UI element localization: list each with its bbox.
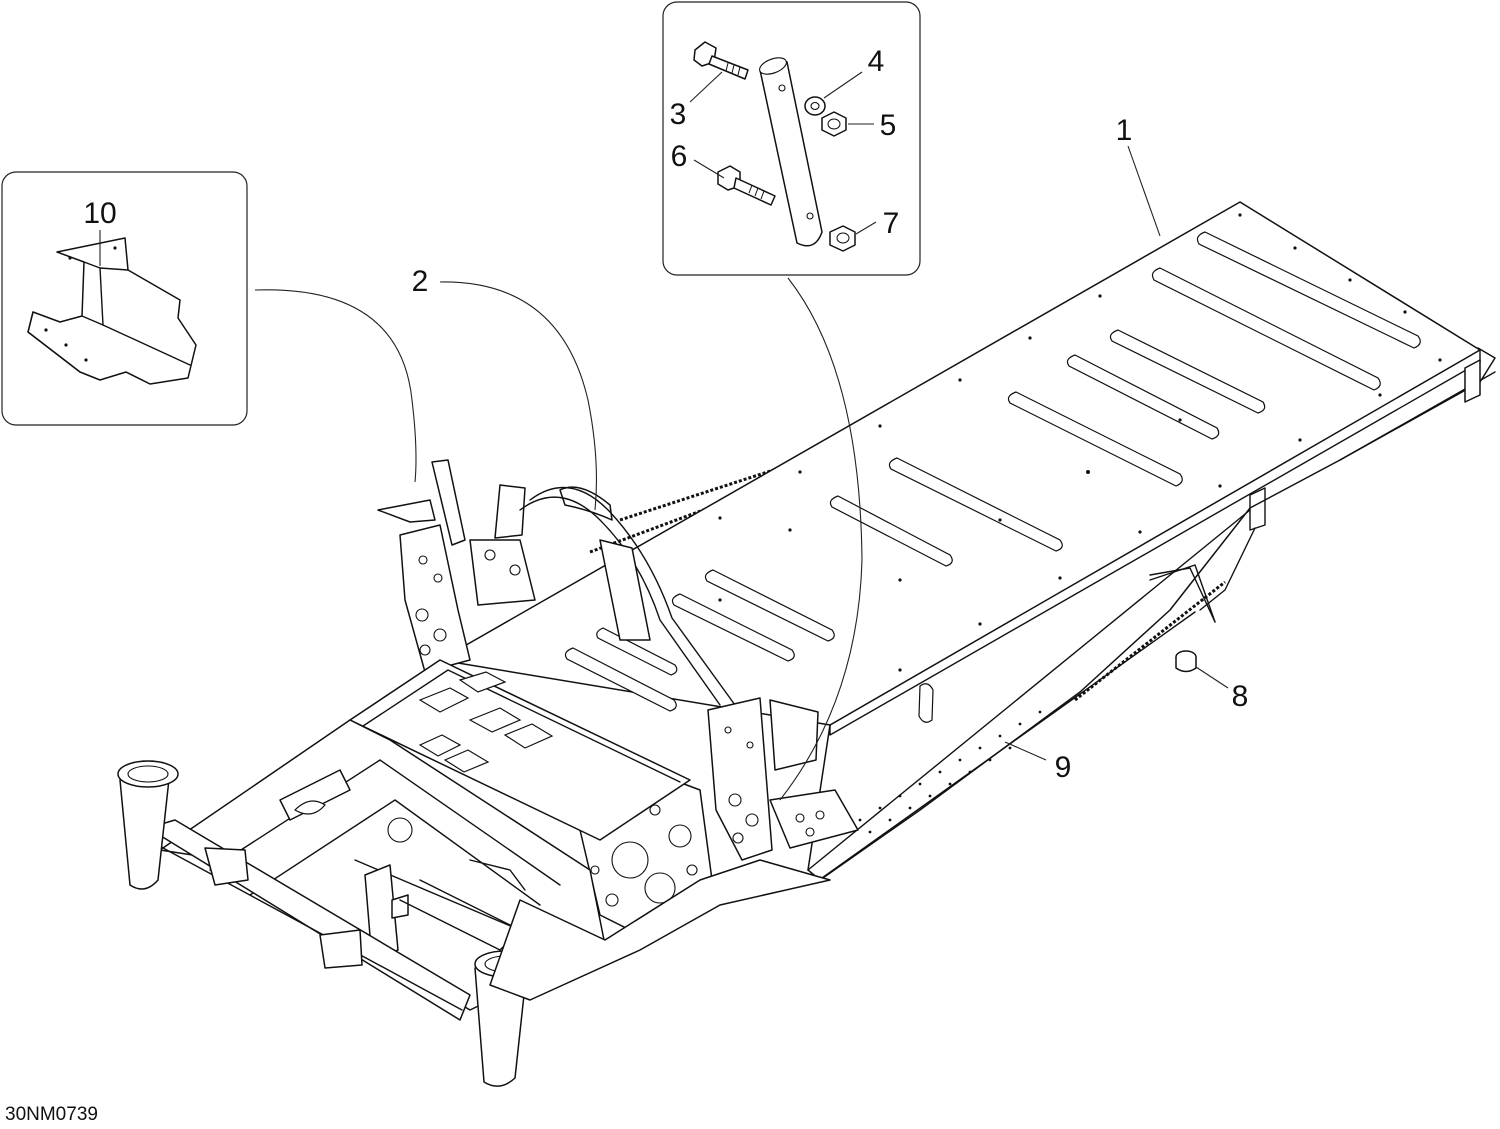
inset-part-10: 10	[1, 171, 248, 426]
callout-9: 9	[1055, 751, 1072, 784]
leader-2	[439, 281, 598, 511]
leader-3	[689, 71, 723, 103]
leader-9	[1004, 741, 1047, 761]
front-cross-panel	[349, 659, 691, 841]
leader-8	[1195, 666, 1229, 689]
rail-perforations	[858, 710, 1042, 834]
leader-6	[693, 159, 725, 179]
callout-2: 2	[412, 265, 429, 298]
bolt-part-6	[717, 165, 776, 206]
callout-4: 4	[868, 45, 885, 78]
bolt-part-3	[693, 41, 749, 80]
bracket-part-10	[27, 237, 197, 385]
washer-part-4	[804, 96, 826, 116]
callout-7: 7	[883, 207, 900, 240]
tunnel-part-1	[439, 201, 1481, 736]
callout-6: 6	[671, 140, 688, 173]
connector-inset-10	[254, 289, 417, 483]
callout-1: 1	[1116, 114, 1133, 147]
leader-4	[823, 71, 863, 99]
plug-part-8: 8	[1175, 650, 1249, 713]
rear-strut	[1149, 564, 1216, 623]
inset-hardware: 3 4 5 6 7	[662, 1, 921, 276]
left-spindle-housing	[117, 760, 179, 890]
steering-support	[377, 459, 736, 706]
callout-8: 8	[1232, 680, 1249, 713]
front-suspension-frame	[159, 719, 606, 1011]
callout-10: 10	[83, 197, 116, 230]
front-right-column	[707, 697, 859, 861]
rear-bracket	[1464, 359, 1481, 403]
leader-1	[1127, 145, 1161, 237]
support-tube	[759, 57, 823, 247]
front-lower-pan	[489, 859, 831, 1001]
tunnel-rivets	[718, 213, 1442, 672]
chassis-frame	[117, 201, 1496, 1087]
callout-5: 5	[880, 109, 897, 142]
nut-part-5	[821, 111, 847, 137]
leader-7	[855, 221, 877, 235]
connector-inset-hardware	[779, 277, 863, 801]
drawing-code: 30NM0739	[5, 1104, 98, 1125]
front-cross-tube	[147, 819, 471, 1021]
callout-3: 3	[670, 98, 687, 131]
nut-part-7	[829, 225, 856, 252]
